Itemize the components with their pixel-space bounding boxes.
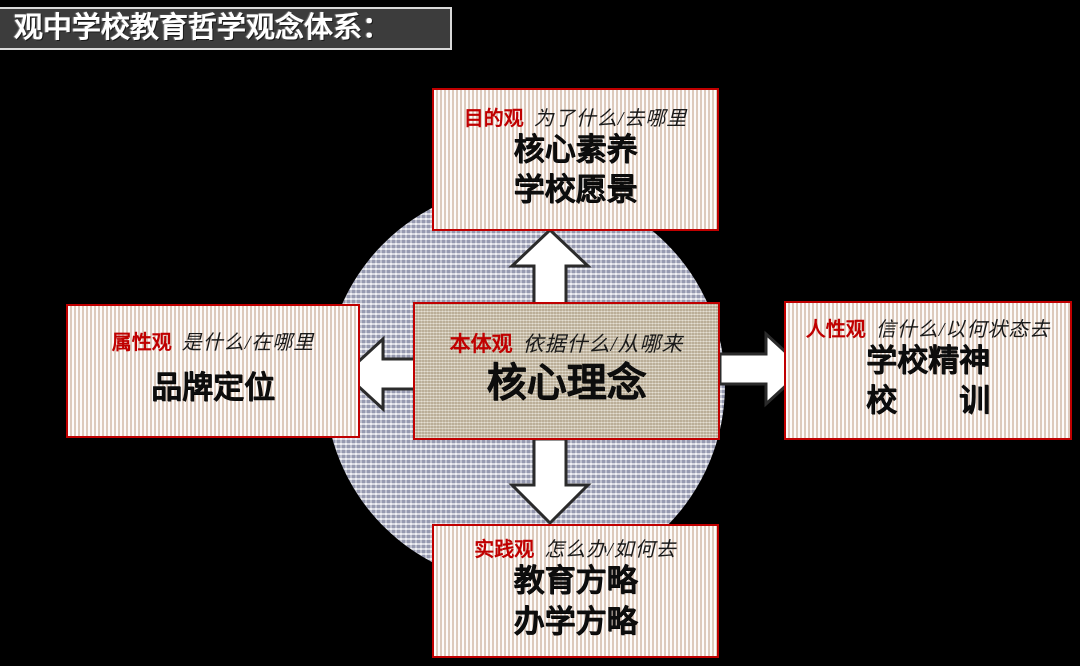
arrow-up-icon <box>508 227 592 306</box>
node-header: 目的观 为了什么/去哪里 <box>440 107 711 130</box>
node-tag: 人性观 <box>805 318 866 341</box>
node-box-right[interactable]: 人性观 信什么/以何状态去 学校精神 校 训 <box>784 301 1072 440</box>
node-box-center[interactable]: 本体观 依据什么/从哪来 核心理念 <box>413 302 720 440</box>
node-question: 怎么办/如何去 <box>544 539 677 562</box>
page-title: 观中学校教育哲学观念体系： <box>14 12 392 44</box>
node-box-left[interactable]: 属性观 是什么/在哪里 品牌定位 <box>66 304 360 438</box>
node-header: 实践观 怎么办/如何去 <box>440 540 711 561</box>
node-box-top[interactable]: 目的观 为了什么/去哪里 核心素养 学校愿景 <box>432 88 719 231</box>
node-header: 属性观 是什么/在哪里 <box>74 333 352 354</box>
node-question: 是什么/在哪里 <box>181 332 315 355</box>
node-line-2: 校 训 <box>866 383 990 418</box>
node-line-1: 品牌定位 <box>151 370 275 406</box>
node-header: 本体观 依据什么/从哪来 <box>421 333 712 356</box>
node-question: 为了什么/去哪里 <box>533 107 688 130</box>
node-line-1: 教育方略 <box>513 563 638 599</box>
node-line-1: 核心理念 <box>486 360 647 405</box>
node-line-1: 核心素养 <box>513 131 638 167</box>
node-tag: 本体观 <box>449 333 513 357</box>
arrow-right-icon <box>718 330 807 408</box>
node-tag: 实践观 <box>474 539 535 562</box>
node-line-2: 学校愿景 <box>513 172 638 207</box>
node-question: 信什么/以何状态去 <box>875 318 1051 341</box>
node-line-1: 学校精神 <box>866 342 990 378</box>
node-question: 依据什么/从哪来 <box>522 332 684 357</box>
node-header: 人性观 信什么/以何状态去 <box>792 318 1064 341</box>
arrow-down-icon <box>508 437 592 526</box>
node-line-2: 办学方略 <box>513 603 638 639</box>
page-title-bar: 观中学校教育哲学观念体系： <box>0 7 452 50</box>
node-tag: 属性观 <box>111 332 172 355</box>
node-box-bottom[interactable]: 实践观 怎么办/如何去 教育方略 办学方略 <box>432 524 719 658</box>
node-tag: 目的观 <box>463 107 524 130</box>
